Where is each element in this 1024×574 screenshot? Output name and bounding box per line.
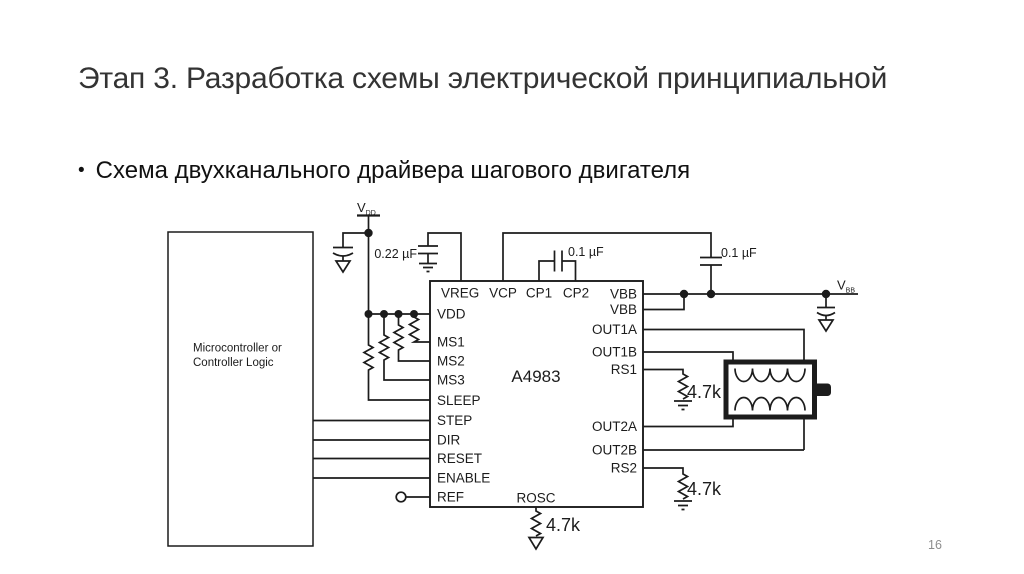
ground-arrow-icon	[817, 319, 835, 333]
pin-label-ms2: MS2	[437, 354, 465, 369]
motor-coil-bottom-icon	[734, 396, 806, 411]
pin-label-vdd: VDD	[437, 307, 466, 322]
pin-label-vreg: VREG	[441, 286, 479, 301]
motor-shaft-icon	[813, 383, 831, 396]
ref-open-terminal-icon	[395, 491, 407, 503]
pin-label-out2a: OUT2A	[592, 419, 637, 434]
vdd-supply-label: VDD	[357, 200, 376, 217]
pin-label-rs1: RS1	[611, 362, 637, 377]
motor-coil-top-icon	[734, 368, 806, 383]
pin-label-step: STEP	[437, 413, 472, 428]
ic-box	[429, 280, 644, 508]
page-number: 16	[928, 538, 942, 552]
slide-title: Этап 3. Разработка схемы электрической п…	[78, 62, 888, 95]
pin-label-rs2: RS2	[611, 461, 637, 476]
pin-label-cp2: CP2	[563, 286, 589, 301]
pin-label-out1b: OUT1B	[592, 345, 637, 360]
circuit-wires	[313, 214, 858, 537]
cap-value-0.1uF-vbb: 0.1 µF	[721, 246, 757, 260]
bullet-icon: •	[78, 160, 85, 181]
vbb-supply-label: VBB	[837, 278, 855, 295]
pin-label-enable: ENABLE	[437, 471, 490, 486]
bullet-text: Схема двухканального драйвера шагового д…	[95, 157, 691, 184]
pin-label-vbb1: VBB	[610, 287, 637, 302]
vdd-sub: DD	[366, 210, 376, 217]
cap-value-0.1uF-cp: 0.1 µF	[568, 245, 604, 259]
stepper-motor	[723, 359, 831, 420]
pin-label-reset: RESET	[437, 451, 482, 466]
vbb-sub: BB	[846, 288, 856, 295]
res-value-rs1: 4.7k	[687, 382, 722, 402]
bullet-item: • Схема двухканального драйвера шагового…	[78, 157, 690, 185]
pin-label-ref: REF	[437, 490, 464, 505]
pin-label-dir: DIR	[437, 433, 461, 448]
pin-label-vbb2: VBB	[610, 302, 637, 317]
pin-label-cp1: CP1	[526, 286, 552, 301]
ground-arrow-icon	[527, 536, 545, 551]
ic-name: A4983	[511, 367, 560, 386]
mcu-label-line2: Controller Logic	[193, 357, 274, 369]
pin-label-rosc: ROSC	[516, 491, 555, 506]
ground-arrow-icon	[334, 260, 352, 274]
vbb-main: V	[837, 278, 846, 293]
pin-label-sleep: SLEEP	[437, 393, 481, 408]
junction-dots	[364, 228, 831, 318]
pin-label-out1a: OUT1A	[592, 322, 637, 337]
vdd-main: V	[357, 200, 366, 215]
pin-label-ms1: MS1	[437, 335, 465, 350]
pin-label-ms3: MS3	[437, 373, 465, 388]
res-value-rs2: 4.7k	[687, 479, 722, 499]
mcu-box	[167, 231, 314, 547]
pin-label-vcp: VCP	[489, 286, 517, 301]
pin-label-out2b: OUT2B	[592, 443, 637, 458]
cap-value-0.22uF: 0.22 µF	[374, 247, 417, 261]
mcu-label-line1: Microcontroller or	[193, 343, 282, 355]
res-value-rosc: 4.7k	[546, 515, 581, 535]
